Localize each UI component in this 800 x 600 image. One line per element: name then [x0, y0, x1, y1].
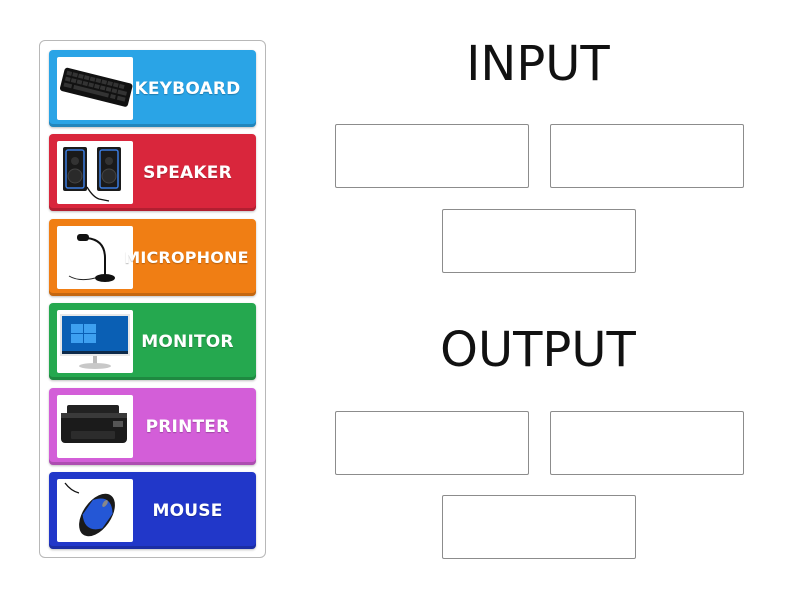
- group-title-output: OUTPUT: [440, 322, 636, 378]
- tile-label: MOUSE: [152, 500, 223, 521]
- speaker-image: [57, 141, 133, 204]
- drop-zone-input-1[interactable]: [335, 124, 529, 188]
- tile-label: MONITOR: [141, 331, 234, 352]
- tile-label: KEYBOARD: [134, 78, 241, 99]
- drop-zone-input-3[interactable]: [442, 209, 636, 273]
- monitor-image: [57, 310, 133, 373]
- tile-label: SPEAKER: [143, 162, 232, 183]
- tile-mouse[interactable]: MOUSE: [49, 472, 256, 549]
- printer-image: [57, 395, 133, 458]
- tile-speaker[interactable]: SPEAKER: [49, 134, 256, 211]
- microphone-image: [57, 226, 133, 289]
- answer-tray: KEYBOARD SPEAKER MICROPHONE: [39, 40, 266, 558]
- drop-zone-output-1[interactable]: [335, 411, 529, 475]
- drop-zone-output-3[interactable]: [442, 495, 636, 559]
- tile-keyboard[interactable]: KEYBOARD: [49, 50, 256, 127]
- drop-zone-input-2[interactable]: [550, 124, 744, 188]
- tile-label: MICROPHONE: [124, 248, 249, 267]
- tile-label: PRINTER: [145, 416, 230, 437]
- drop-zone-output-2[interactable]: [550, 411, 744, 475]
- tile-monitor[interactable]: MONITOR: [49, 303, 256, 380]
- keyboard-image: [57, 57, 133, 120]
- mouse-image: [57, 479, 133, 542]
- tile-microphone[interactable]: MICROPHONE: [49, 219, 256, 296]
- group-title-input: INPUT: [466, 36, 610, 92]
- tile-printer[interactable]: PRINTER: [49, 388, 256, 465]
